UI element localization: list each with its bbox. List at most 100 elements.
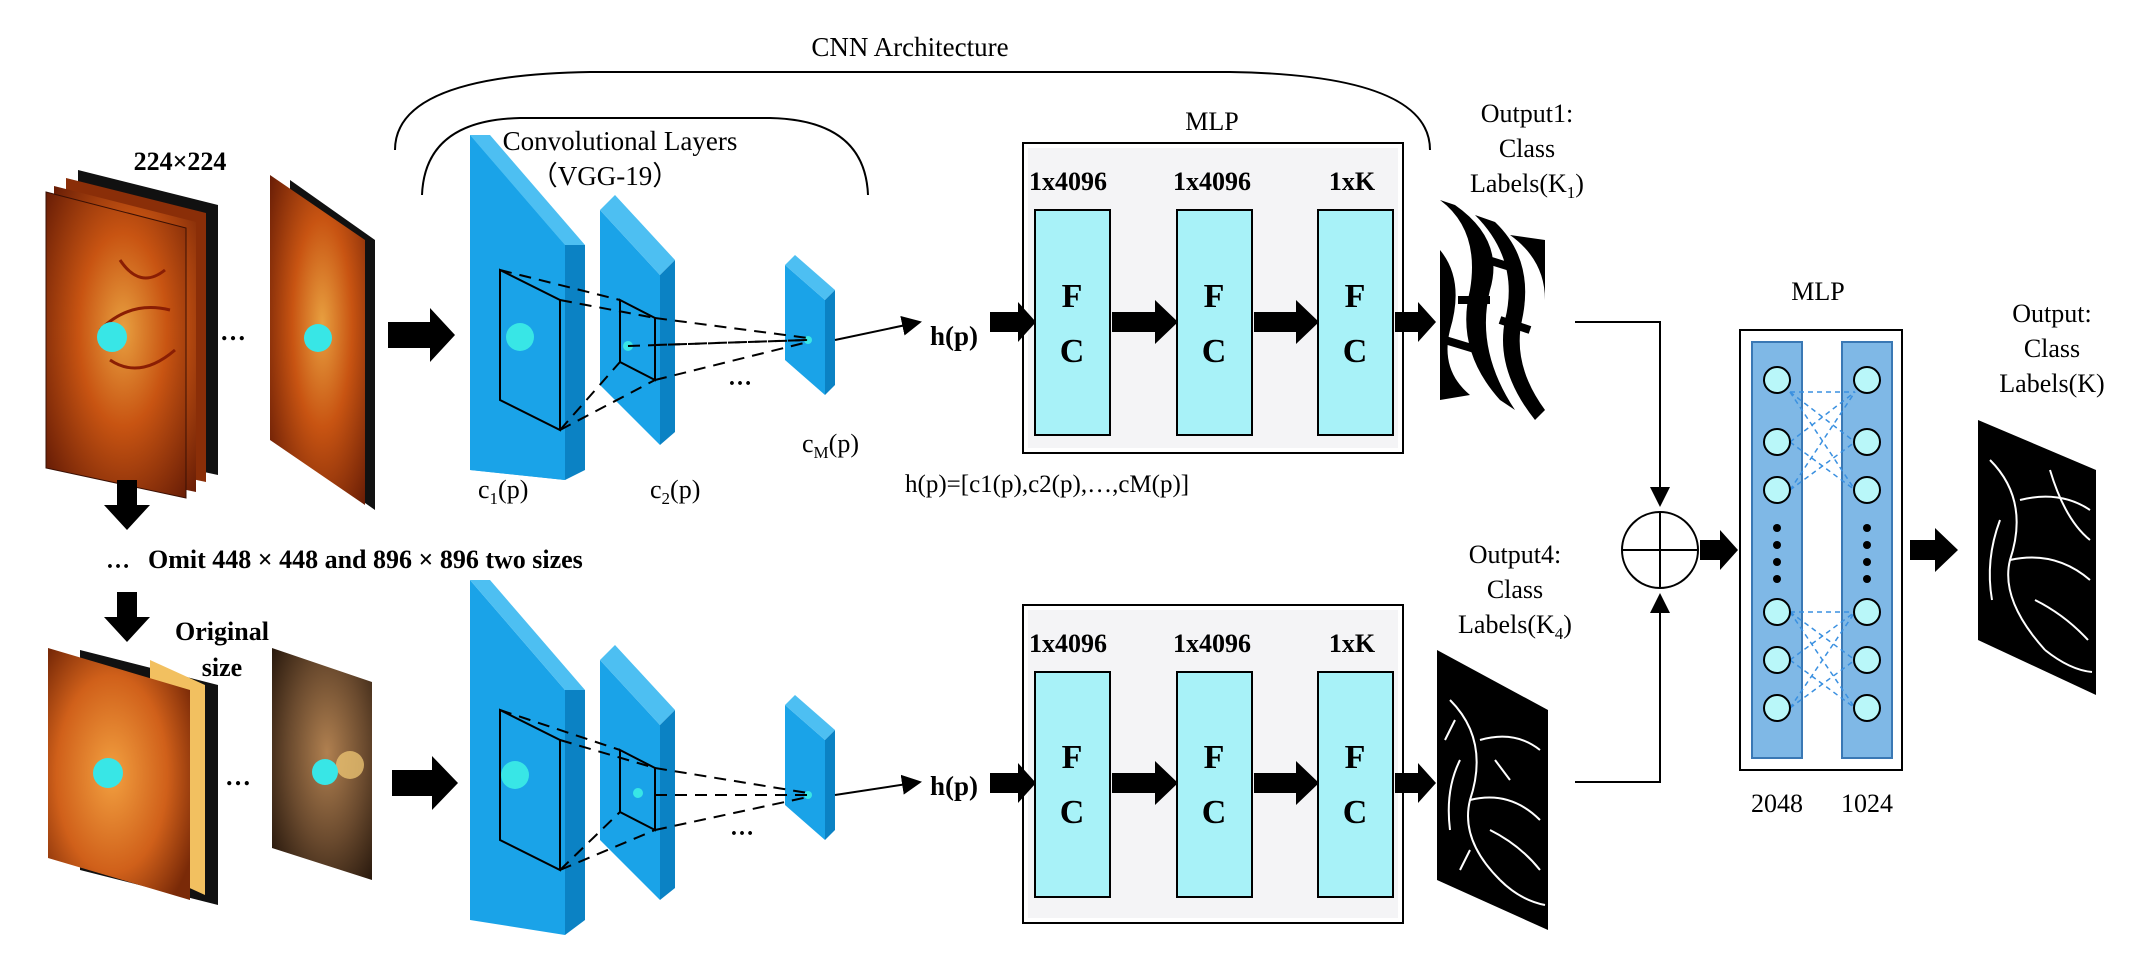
second-mlp-label: MLP [1791,277,1844,306]
top-fc3 [1317,209,1394,436]
fusion-sum-icon [1621,511,1699,589]
top-fc1-to-fc2-arrow [1112,300,1178,344]
cm-label: cM(p) [802,429,859,462]
bottom-conv-projections [499,709,809,871]
output1-to-fusion-line [1575,321,1670,507]
bottom-fc3 [1317,671,1394,898]
top-fc3-to-output-arrow [1395,302,1436,342]
second-mlp-column-1024 [1841,341,1893,759]
fusion-to-mlp-arrow [1700,530,1738,570]
bottom-fc1-size: 1x4096 [1029,629,1107,658]
top-conv-layer-m [785,255,835,395]
bottom-size-label-line1: Original [175,617,269,646]
top-fc2-letter-c: C [1202,333,1227,370]
bottom-fc1-to-fc2-arrow [1112,761,1178,805]
top-conv-layer-1-shape [470,135,585,480]
second-mlp-col1-label: 2048 [1751,789,1803,818]
top-fc2-to-fc3-arrow [1254,300,1319,344]
second-mlp-dashed-connections [1789,391,1856,709]
top-conv-ellipsis: … [728,365,752,391]
top-fc1-letter-f: F [1062,278,1083,315]
output1-segmentation-map [1440,195,1545,445]
top-fc1 [1034,209,1111,436]
bottom-input-stack [48,648,218,905]
top-fc1-size: 1x4096 [1029,167,1107,196]
second-mlp-nodes-1024 [1853,366,1881,722]
bottom-input-last-image [272,648,372,880]
c2-label: c2(p) [650,475,700,508]
top-h-to-fc1-arrow [990,302,1036,342]
second-mlp-col2-label: 1024 [1841,789,1893,818]
bottom-input-ellipsis: … [225,762,251,791]
top-size-label: 224×224 [134,147,227,176]
top-h-label: h(p) [930,321,978,351]
bottom-fc3-size: 1xK [1329,629,1376,658]
cnn-architecture-brace [394,71,1431,151]
output4-label-line1: Output4: [1469,540,1561,569]
top-fc2-letter-f: F [1204,278,1225,315]
bottom-fc1-letter-c: C [1060,794,1085,831]
bottom-fc1-letter-f: F [1062,739,1083,776]
down-arrow-2 [104,592,150,642]
top-input-last-image [270,175,375,510]
second-mlp-column-2048 [1751,341,1803,759]
cnn-architecture-title: CNN Architecture [811,32,1008,62]
output4-to-fusion-line [1575,593,1670,783]
bottom-last-dot [312,759,338,785]
top-input-stack [45,170,218,499]
final-vessel-map [1978,420,2096,695]
final-output-label-line1: Output: [2012,299,2091,328]
second-mlp-nodes-2048 [1763,366,1791,722]
bottom-input-to-cnn-arrow [392,756,458,810]
output1-label-line1: Output1: [1481,99,1573,128]
bottom-conv-layer-1 [470,580,585,935]
top-fc3-letter-c: C [1343,333,1368,370]
output4-label-line3: Labels(K4) [1458,610,1572,643]
bottom-conv-ellipsis: … [730,815,754,841]
bottom-h-label: h(p) [930,771,978,801]
top-mlp-label: MLP [1185,107,1238,136]
bottom-conv-layer-2 [600,645,675,900]
top-input-ellipsis: … [220,317,246,346]
top-fc2-size: 1x4096 [1173,167,1251,196]
top-input-to-cnn-arrow [388,308,455,362]
bottom-h-to-fc1-arrow [990,763,1036,803]
bottom-cm-to-h-arrow [834,774,922,796]
top-cm-to-h-arrow [834,315,922,341]
mlp-to-final-output-arrow [1910,528,1958,572]
bottom-fc3-letter-f: F [1345,739,1366,776]
bottom-fc2-to-fc3-arrow [1254,761,1319,805]
conv-layers-sub-label: （VGG-19） [531,161,680,191]
top-conv-layer-2 [600,195,675,445]
omit-note: Omit 448 × 448 and 896 × 896 two sizes [148,545,583,574]
top-fc3-letter-f: F [1345,278,1366,315]
top-fc3-size: 1xK [1329,167,1376,196]
top-input-dot [97,322,127,352]
output1-label-line3: Labels(K1) [1470,169,1584,202]
top-conv-projections [499,269,809,431]
bottom-input-dot [93,758,123,788]
second-mlp-dots-1024 [1863,524,1871,583]
bottom-size-label-line2: size [202,653,242,682]
top-fc1-letter-c: C [1060,333,1085,370]
bottom-fc2-letter-f: F [1204,739,1225,776]
bottom-conv-layer-m [785,695,835,840]
bottom-fc2-size: 1x4096 [1173,629,1251,658]
h-formula: h(p)=[c1(p),c2(p),…,cM(p)] [905,471,1189,498]
second-mlp-dots-2048 [1773,524,1781,583]
top-last-dot [304,324,332,352]
output4-label-line2: Class [1487,575,1543,604]
bottom-fc2-letter-c: C [1202,794,1227,831]
final-output-label-line3: Labels(K) [1999,369,2104,398]
top-fc2 [1176,209,1253,436]
bottom-fc3-letter-c: C [1343,794,1368,831]
bottom-fc1 [1034,671,1111,898]
bottom-fc3-to-output-arrow [1395,763,1436,803]
final-output-label-line2: Class [2024,334,2080,363]
omit-ellipsis: … [106,548,130,574]
output4-vessel-map [1437,650,1548,930]
c1-label: c1(p) [478,475,528,508]
conv-layers-label: Convolutional Layers [503,126,738,156]
output1-label-line2: Class [1499,134,1555,163]
